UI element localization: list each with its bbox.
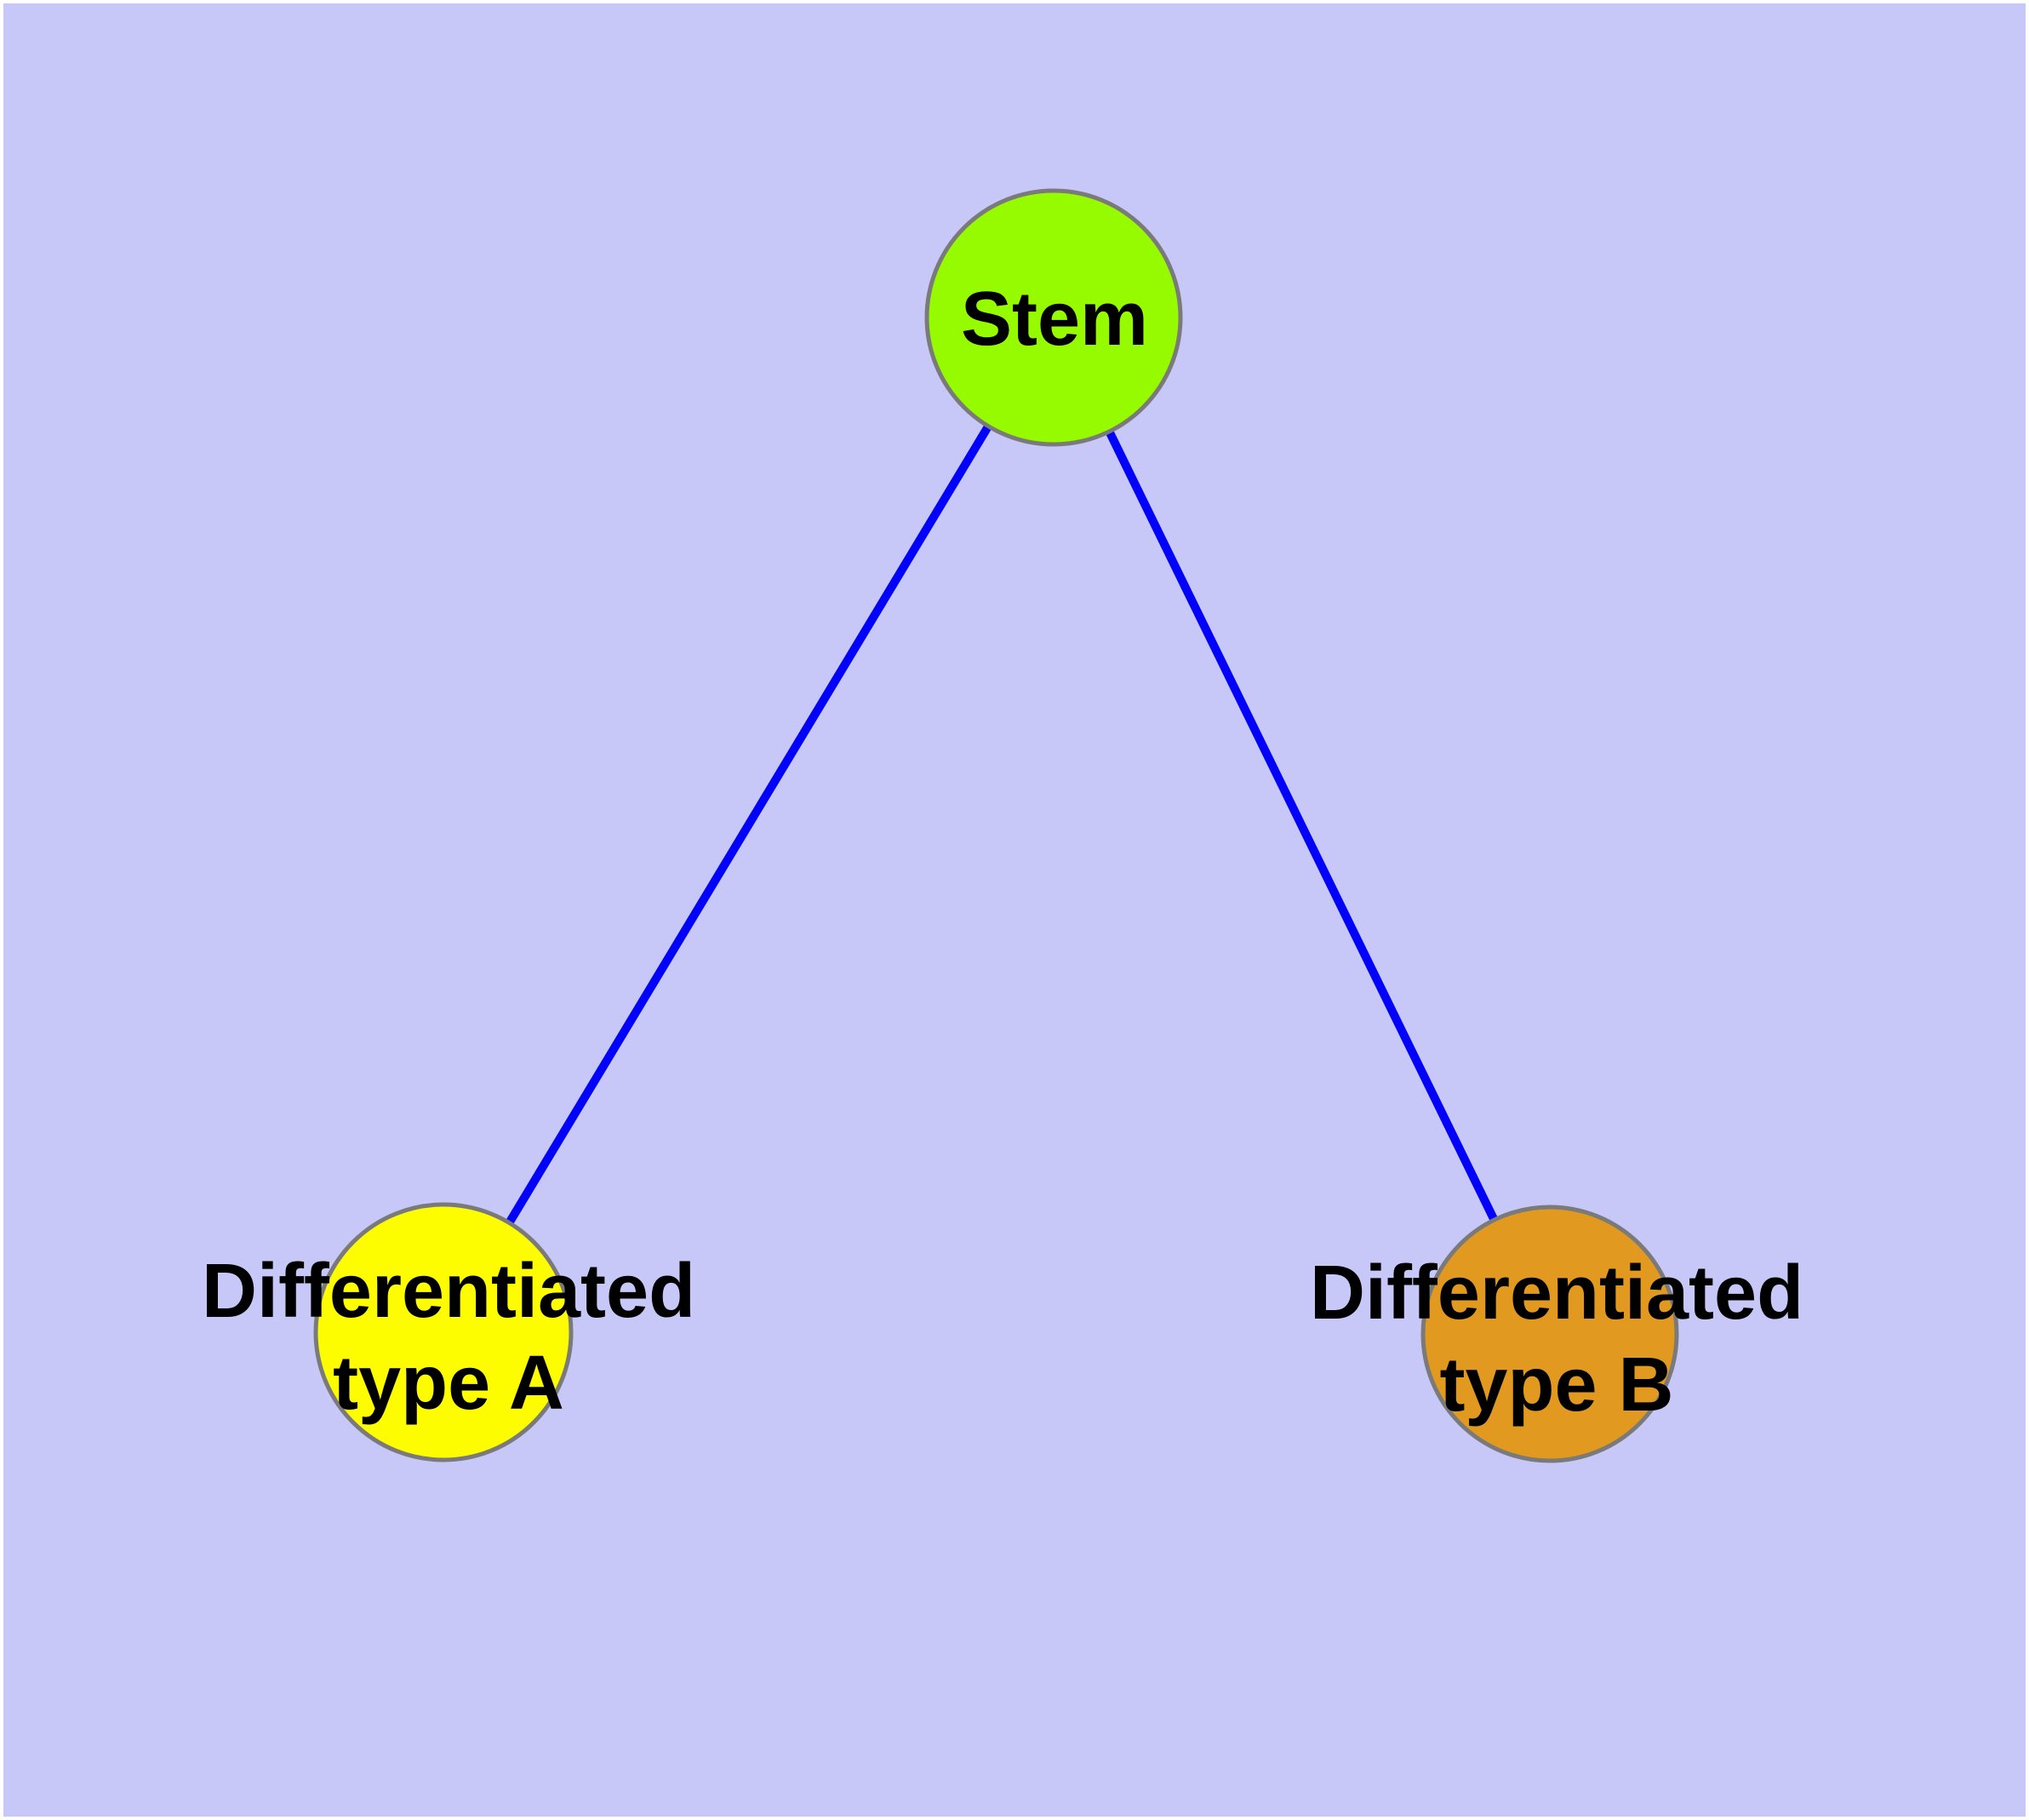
edge-stem-to-type-b xyxy=(1049,315,1554,1336)
plot-background: Stem Differentiated type A Differentiate… xyxy=(3,3,2026,1817)
node-stem-label: Stem xyxy=(960,277,1149,362)
node-differentiated-type-a-label: Differentiated type A xyxy=(201,1249,696,1426)
node-differentiated-type-b-label: Differentiated type B xyxy=(1309,1251,1804,1428)
node-differentiated-type-b-circle xyxy=(1420,1205,1679,1463)
node-differentiated-type-a-circle xyxy=(313,1202,574,1462)
graph-svg xyxy=(313,188,1679,1463)
edge-stem-to-type-a xyxy=(439,315,1058,1335)
node-stem-circle xyxy=(924,188,1183,447)
